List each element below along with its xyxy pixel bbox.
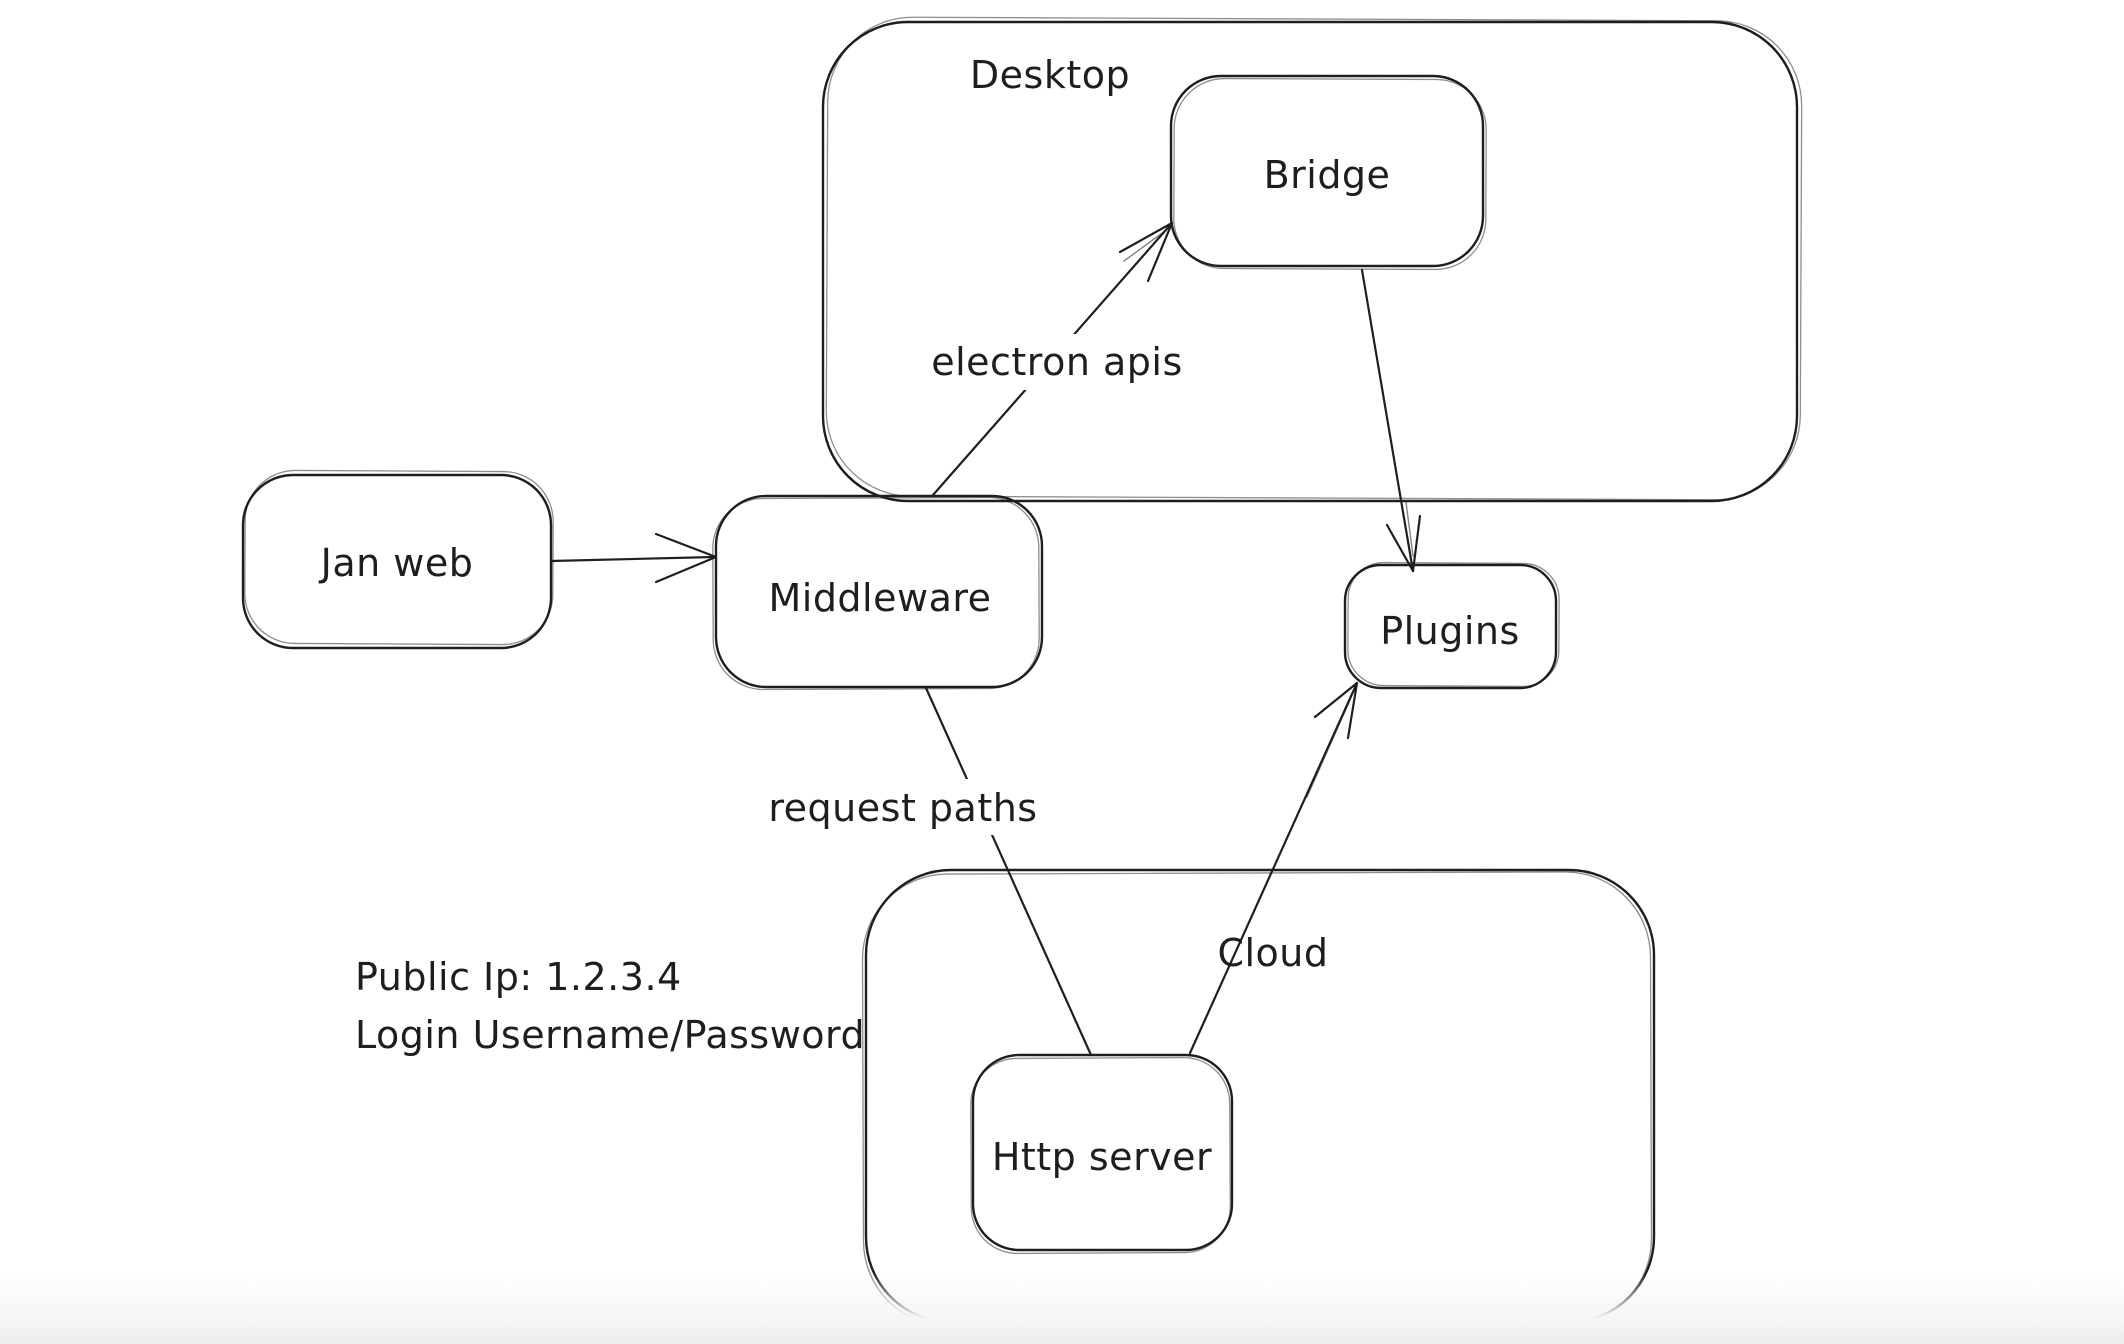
bridge-rect[interactable] (1169, 74, 1485, 268)
edge-httpserver-to-plugins-line (1188, 681, 1359, 1055)
edge-middleware-to-httpserver-line (924, 686, 1093, 1057)
edge-label-request-paths[interactable]: request paths (748, 779, 1058, 835)
desktop-container-rect-sketch-echo (825, 16, 1803, 501)
node-bridge[interactable]: Bridge (1169, 74, 1487, 271)
http-server-rect-sketch-echo (970, 1056, 1231, 1255)
plugins-rect[interactable] (1343, 563, 1558, 690)
edge-bridge-to-plugins[interactable] (1360, 268, 1422, 573)
edge-janweb-to-middleware-line (549, 555, 716, 563)
jan-web-rect-sketch-echo (244, 469, 554, 646)
http-server-label[interactable]: Http server (992, 1135, 1212, 1179)
request-paths-label[interactable]: request paths (768, 786, 1037, 830)
node-http-server[interactable]: Http server (970, 1053, 1234, 1255)
edge-middleware-to-bridge-sketch-echo (1123, 230, 1166, 262)
desktop-container-label[interactable]: Desktop (970, 53, 1130, 97)
node-middleware[interactable]: Middleware (712, 494, 1044, 691)
edge-middleware-to-bridge-arrowhead-arm (1118, 221, 1174, 254)
plugins-label[interactable]: Plugins (1380, 609, 1520, 653)
annotation-public-ip[interactable]: Public Ip: 1.2.3.4 (355, 955, 682, 999)
jan-web-rect[interactable] (241, 473, 553, 650)
edge-middleware-to-bridge-arrowhead-arm (1146, 221, 1174, 283)
edge-httpserver-to-plugins-arrowhead-arm (1313, 681, 1359, 719)
node-plugins[interactable]: Plugins (1343, 561, 1560, 690)
edge-janweb-to-middleware[interactable] (549, 532, 718, 584)
annotation-credentials[interactable]: Public Ip: 1.2.3.4 Login Username/Passwo… (355, 955, 865, 1057)
desktop-container-rect[interactable] (821, 20, 1799, 503)
bridge-rect-sketch-echo (1173, 77, 1487, 271)
request-paths-label-backing (748, 779, 1058, 835)
edge-bridge-to-plugins-arrowhead-arm (1411, 514, 1422, 573)
edge-label-electron-apis[interactable]: electron apis (918, 334, 1196, 390)
edge-bridge-to-plugins-sketch-echo (1405, 501, 1414, 557)
middleware-rect-sketch-echo (712, 496, 1040, 691)
electron-apis-label-backing (918, 334, 1196, 390)
annotation-login[interactable]: Login Username/Password (355, 1013, 865, 1057)
plugins-rect-sketch-echo (1347, 561, 1560, 688)
node-jan-web[interactable]: Jan web (241, 469, 554, 650)
edge-httpserver-to-plugins-arrowhead-arm (1346, 681, 1359, 740)
electron-apis-label[interactable]: electron apis (931, 340, 1183, 384)
middleware-label[interactable]: Middleware (768, 576, 991, 620)
edge-httpserver-to-plugins[interactable] (1188, 681, 1359, 1055)
container-desktop[interactable]: Desktop (821, 16, 1803, 503)
container-cloud[interactable]: Cloud (861, 868, 1656, 1327)
edge-httpserver-to-plugins-sketch-echo (1306, 699, 1351, 798)
jan-web-label[interactable]: Jan web (319, 541, 474, 585)
edge-middleware-to-httpserver[interactable] (924, 686, 1093, 1057)
edge-bridge-to-plugins-line (1360, 268, 1415, 573)
http-server-rect[interactable] (971, 1053, 1234, 1252)
bridge-label[interactable]: Bridge (1264, 153, 1391, 197)
middleware-rect[interactable] (714, 494, 1044, 689)
